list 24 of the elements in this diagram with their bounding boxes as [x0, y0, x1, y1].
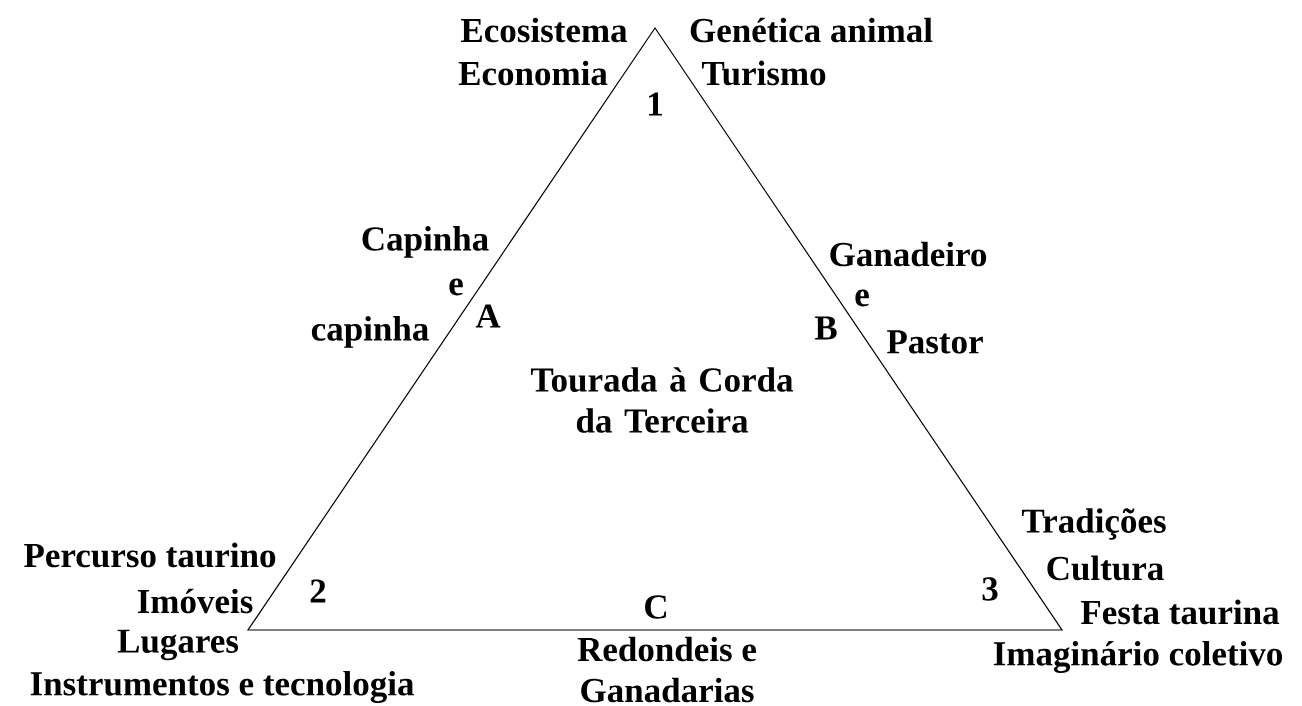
label: Pastor [887, 330, 983, 354]
label: Genética animal [690, 17, 933, 43]
label: e [855, 289, 869, 307]
label: Ganadarias [581, 677, 754, 703]
label: C [645, 595, 666, 619]
label: Ecosistema [461, 17, 628, 43]
label: Imaginário coletivo [993, 640, 1282, 673]
label: 2 [310, 579, 326, 603]
label: 1 [649, 92, 662, 116]
label: capinha [311, 316, 429, 348]
label: Capinha [362, 226, 489, 258]
label: Turismo [702, 60, 826, 86]
label: Economia [458, 60, 608, 86]
label: Tradições [1021, 508, 1166, 540]
label: Instrumentos e tecnologia [30, 670, 414, 703]
label: Percurso taurino [24, 542, 276, 568]
label: Imóveis [137, 588, 253, 614]
label: e [449, 278, 463, 296]
label: 3 [982, 577, 998, 601]
label: Ganadeiro [830, 241, 987, 267]
label: A [475, 304, 501, 328]
label: B [814, 316, 837, 340]
label: Cultura [1047, 555, 1164, 581]
label: Lugares [117, 629, 239, 661]
